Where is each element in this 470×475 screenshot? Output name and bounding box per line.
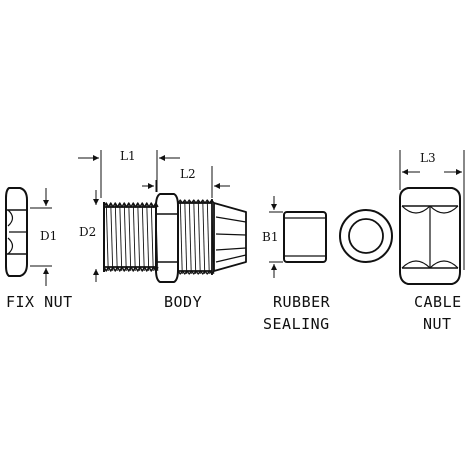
- rubber-caption-line1: RUBBER: [273, 293, 331, 311]
- cable-nut-drawing: [399, 150, 465, 285]
- l3-label: L3: [420, 151, 436, 165]
- body-caption: BODY: [164, 293, 202, 311]
- body-drawing: [103, 193, 247, 283]
- rubber-sealing-drawing: [283, 209, 393, 263]
- l2-label: L2: [180, 167, 196, 181]
- d1-label: D1: [40, 229, 57, 243]
- l1-dimension: [78, 150, 180, 198]
- fix-nut-drawing: [5, 187, 28, 277]
- cable-nut-caption-line2: NUT: [423, 315, 452, 333]
- l2-dimension: [142, 166, 230, 198]
- rubber-caption-line2: SEALING: [263, 315, 330, 333]
- l1-label: L1: [120, 149, 136, 163]
- b1-label: B1: [262, 230, 278, 244]
- cable-nut-caption-line1: CABLE: [414, 293, 462, 311]
- fix-nut-caption: FIX NUT: [6, 293, 73, 311]
- d1-dimension: [30, 188, 52, 286]
- b1-dimension: [269, 196, 283, 278]
- d2-label: D2: [79, 225, 96, 239]
